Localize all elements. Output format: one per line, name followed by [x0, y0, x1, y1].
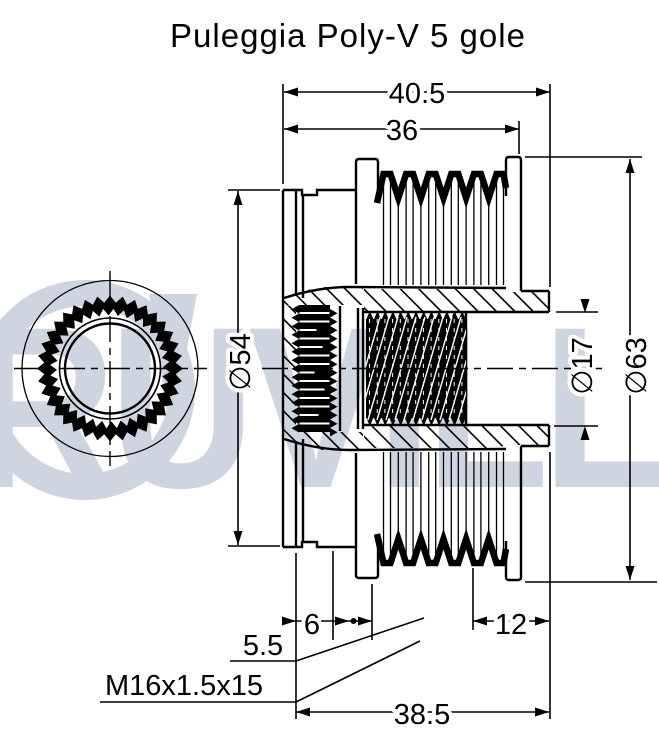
spline-bore — [291, 305, 338, 437]
dim-overall-width-label: 40.5 — [389, 78, 445, 110]
dim-hub-diameter-label: ∅54 — [225, 333, 257, 391]
dimension-arrows — [233, 87, 635, 717]
dim-thread-spec-label: M16x1.5x15 — [105, 670, 263, 702]
dim-bore-depth-label: 12 — [495, 609, 527, 641]
dim-outer-diameter-label: ∅63 — [621, 337, 653, 395]
front-centerlines — [14, 271, 207, 466]
dim-bore-diameter-label: ∅17 — [567, 337, 599, 395]
groove-wall-lines — [382, 177, 505, 560]
dim-spline-length-label: 6 — [304, 609, 320, 641]
dim-pulley-width-label: 36 — [386, 115, 418, 147]
dimensions: 40.5 36 ∅54 ∅17 ∅63 5.5 6 12 M16x1.5x15 … — [100, 74, 657, 735]
watermark-logo-ring — [0, 280, 195, 500]
dim-hub-face-offset-label: 5.5 — [243, 630, 283, 662]
v-groove-profile — [373, 170, 510, 567]
front-view — [14, 271, 207, 466]
page-title: Puleggia Poly-V 5 gole — [170, 17, 526, 54]
section-view — [262, 155, 602, 582]
dim-hub-length-label: 38.5 — [394, 699, 450, 731]
